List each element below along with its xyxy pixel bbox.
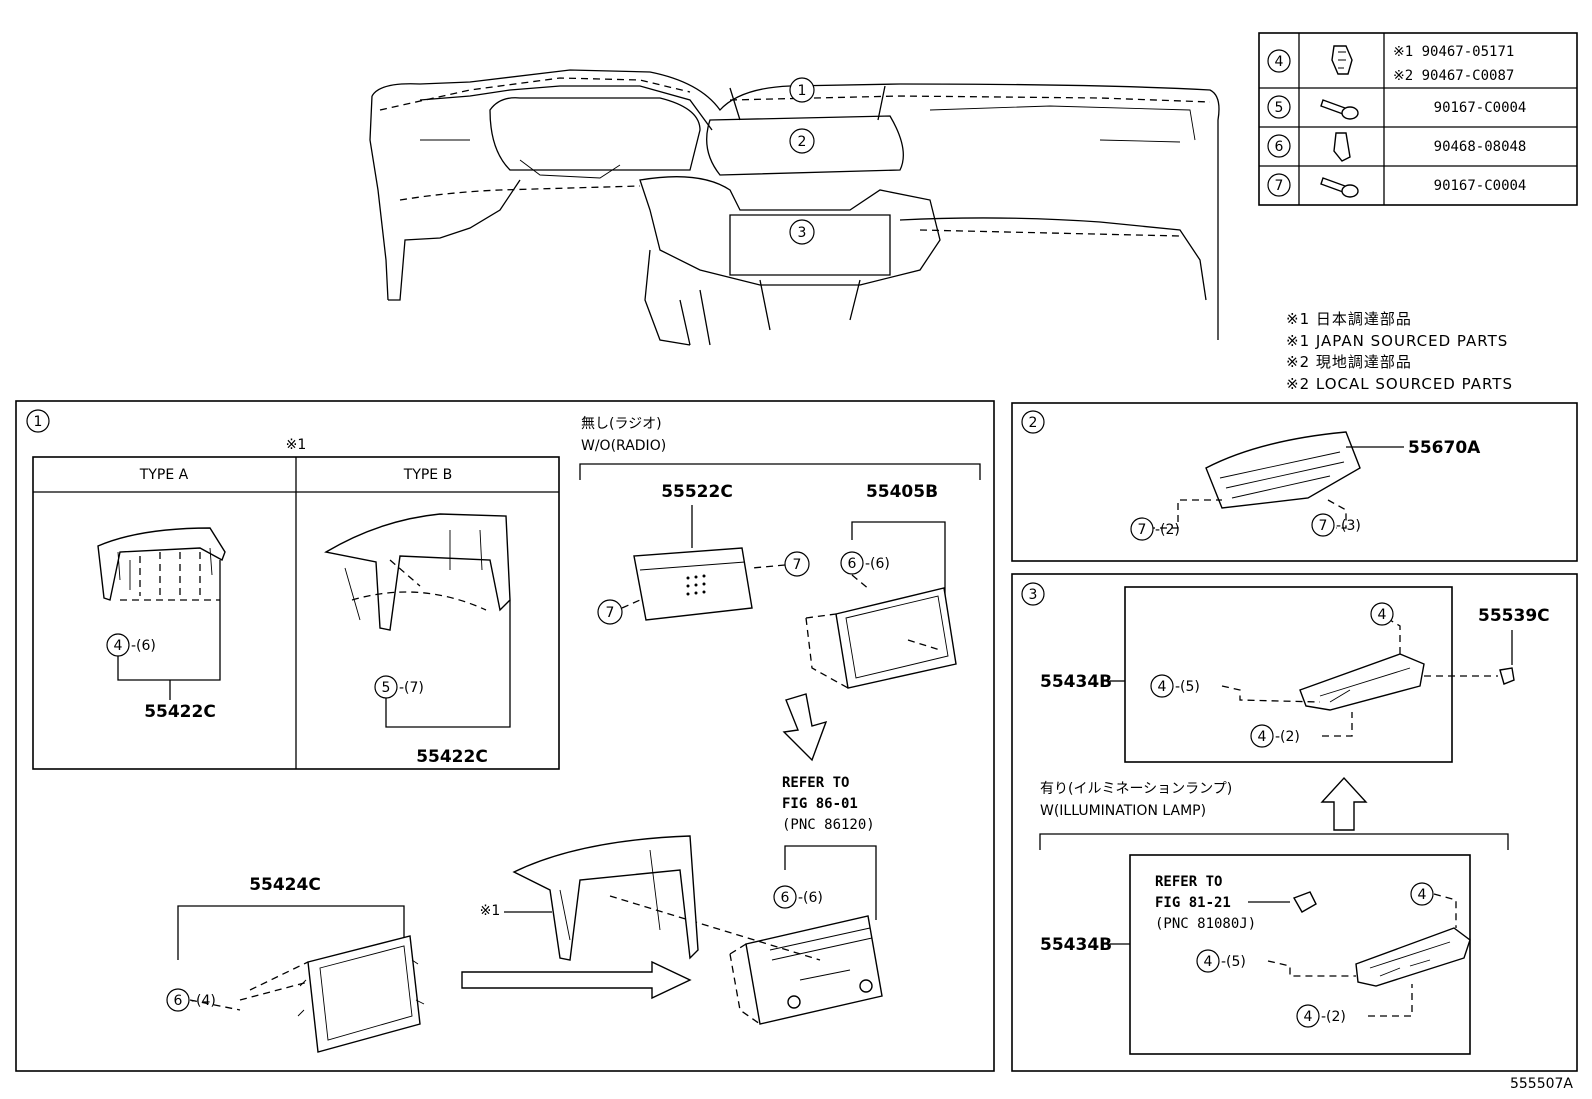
- svg-text:4: 4: [1378, 607, 1387, 623]
- svg-text:FIG 86-01: FIG 86-01: [782, 796, 858, 812]
- svg-text:-(5): -(5): [1175, 679, 1200, 695]
- type-b-label: TYPE B: [403, 467, 452, 483]
- upper-switch-panel: [1299, 653, 1425, 711]
- radio-label-jp: 無し(ラジオ): [581, 416, 662, 432]
- part-55434b-top: 55434B: [1040, 672, 1112, 692]
- legend-row-4: 4 ※1 90467-05171 ※2 90467-C0087: [1267, 44, 1514, 84]
- dashboard-callout-2: 2: [798, 134, 807, 150]
- refer-to-81-21: REFER TO: [1155, 874, 1222, 890]
- svg-text:※2 LOCAL SOURCED PARTS: ※2 LOCAL SOURCED PARTS: [1286, 375, 1513, 393]
- right-arrow: [461, 960, 692, 1000]
- lower-switch-panel: [1355, 927, 1471, 987]
- panel-1: 1 ※1 TYPE A TYPE B 4 -(6) 55422C 5 -(7) …: [15, 400, 995, 1072]
- illum-label-en: W(ILLUMINATION LAMP): [1040, 803, 1206, 819]
- radio-label-en: W/O(RADIO): [581, 438, 666, 454]
- legend-table: 4 ※1 90467-05171 ※2 90467-C0087 5 90167-…: [1258, 32, 1578, 206]
- clip-icon: [1333, 132, 1351, 162]
- clip-55539c: [1499, 667, 1515, 685]
- part-55434b-bottom: 55434B: [1040, 935, 1112, 955]
- cover-x1: [512, 835, 699, 961]
- svg-text:-(6): -(6): [131, 638, 156, 654]
- svg-text:5: 5: [382, 680, 391, 696]
- legend-row-6: 6 90468-08048: [1267, 132, 1527, 162]
- svg-text:-(2): -(2): [1275, 729, 1300, 745]
- svg-text:-(4): -(4): [191, 993, 216, 1009]
- part-55424c: 55424C: [249, 875, 321, 895]
- svg-text:-(7): -(7): [399, 680, 424, 696]
- svg-text:4: 4: [1304, 1009, 1313, 1025]
- svg-text:-(3): -(3): [1336, 518, 1361, 534]
- svg-text:-(2): -(2): [1155, 522, 1180, 538]
- radio-unit: [745, 915, 883, 1025]
- svg-text:7: 7: [1275, 178, 1284, 194]
- type-b-cover: [324, 513, 511, 631]
- svg-text:4: 4: [1204, 954, 1213, 970]
- svg-text:(PNC 81080J): (PNC 81080J): [1155, 916, 1256, 932]
- part-55422c-type-a: 55422C: [144, 702, 216, 722]
- panel-3: 3 55434B 55539C 4 4 -(5) 4 -(2) 有り(イルミネー…: [1011, 573, 1578, 1072]
- part-55422c-type-b: 55422C: [416, 747, 488, 767]
- svg-text:6: 6: [781, 890, 790, 906]
- svg-text:※1 JAPAN SOURCED PARTS: ※1 JAPAN SOURCED PARTS: [1286, 332, 1508, 350]
- svg-text:4: 4: [1258, 729, 1267, 745]
- svg-text:6: 6: [174, 993, 183, 1009]
- panel-3-number: 3: [1029, 587, 1038, 603]
- svg-text:7: 7: [793, 557, 802, 573]
- type-a-label: TYPE A: [139, 467, 189, 483]
- svg-text:4: 4: [1418, 887, 1427, 903]
- svg-text:90167-C0004: 90167-C0004: [1434, 178, 1527, 194]
- dashboard-illustration: 1 2 3: [369, 69, 1220, 346]
- dashboard-callout-3: 3: [798, 225, 807, 241]
- illum-label-jp: 有り(イルミネーションランプ): [1040, 781, 1232, 797]
- svg-text:※2 90467-C0087: ※2 90467-C0087: [1393, 68, 1514, 84]
- svg-text:90468-08048: 90468-08048: [1434, 139, 1527, 155]
- part-55539c: 55539C: [1478, 606, 1550, 626]
- display-panel-55522c: [633, 547, 753, 621]
- svg-text:4: 4: [1158, 679, 1167, 695]
- part-55405b: 55405B: [866, 482, 938, 502]
- svg-text:6: 6: [848, 556, 857, 572]
- svg-text:-(5): -(5): [1221, 954, 1246, 970]
- svg-text:-(6): -(6): [798, 890, 823, 906]
- panel-1-number: 1: [34, 414, 43, 430]
- up-arrow: [1320, 776, 1368, 831]
- svg-text:※1 日本調達部品: ※1 日本調達部品: [1286, 310, 1412, 328]
- svg-text:-(2): -(2): [1321, 1009, 1346, 1025]
- svg-text:7: 7: [1138, 522, 1147, 538]
- svg-text:90167-C0004: 90167-C0004: [1434, 100, 1527, 116]
- svg-text:7: 7: [1319, 518, 1328, 534]
- clip-icon: [1331, 45, 1353, 75]
- bulb-socket-icon: [1292, 891, 1317, 913]
- screw-icon: [1320, 99, 1359, 120]
- part-55522c: 55522C: [661, 482, 733, 502]
- refer-to-86-01: REFER TO: [782, 775, 849, 791]
- svg-text:※2 現地調達部品: ※2 現地調達部品: [1286, 353, 1412, 371]
- mark-x1-cover: ※1: [480, 903, 501, 919]
- mark-x1: ※1: [286, 437, 307, 453]
- svg-text:4: 4: [114, 638, 123, 654]
- svg-text:7: 7: [606, 605, 615, 621]
- part-55670a-unit: [1205, 431, 1361, 509]
- svg-text:4: 4: [1275, 54, 1284, 70]
- type-a-cover: [97, 527, 226, 601]
- legend-row-7: 7 90167-C0004: [1267, 173, 1527, 198]
- notes: ※1 日本調達部品 ※1 JAPAN SOURCED PARTS ※2 現地調達…: [1286, 310, 1513, 393]
- bezel-55405b: [835, 587, 957, 689]
- bracket-55424c: [297, 935, 425, 1053]
- panel-2-number: 2: [1029, 415, 1038, 431]
- down-arrow: [782, 693, 828, 762]
- svg-text:6: 6: [1275, 139, 1284, 155]
- svg-text:FIG 81-21: FIG 81-21: [1155, 895, 1231, 911]
- svg-text:5: 5: [1275, 100, 1284, 116]
- figure-code: 555507A: [1510, 1076, 1573, 1092]
- svg-text:※1 90467-05171: ※1 90467-05171: [1393, 44, 1514, 60]
- panel-2: 2 55670A 7 -(2) 7 -(3): [1011, 402, 1578, 562]
- legend-row-5: 5 90167-C0004: [1267, 95, 1527, 120]
- screw-icon: [1320, 177, 1359, 198]
- dashboard-callout-1: 1: [798, 83, 807, 99]
- svg-text:(PNC 86120): (PNC 86120): [782, 817, 875, 833]
- part-55670a: 55670A: [1408, 438, 1481, 458]
- svg-text:-(6): -(6): [865, 556, 890, 572]
